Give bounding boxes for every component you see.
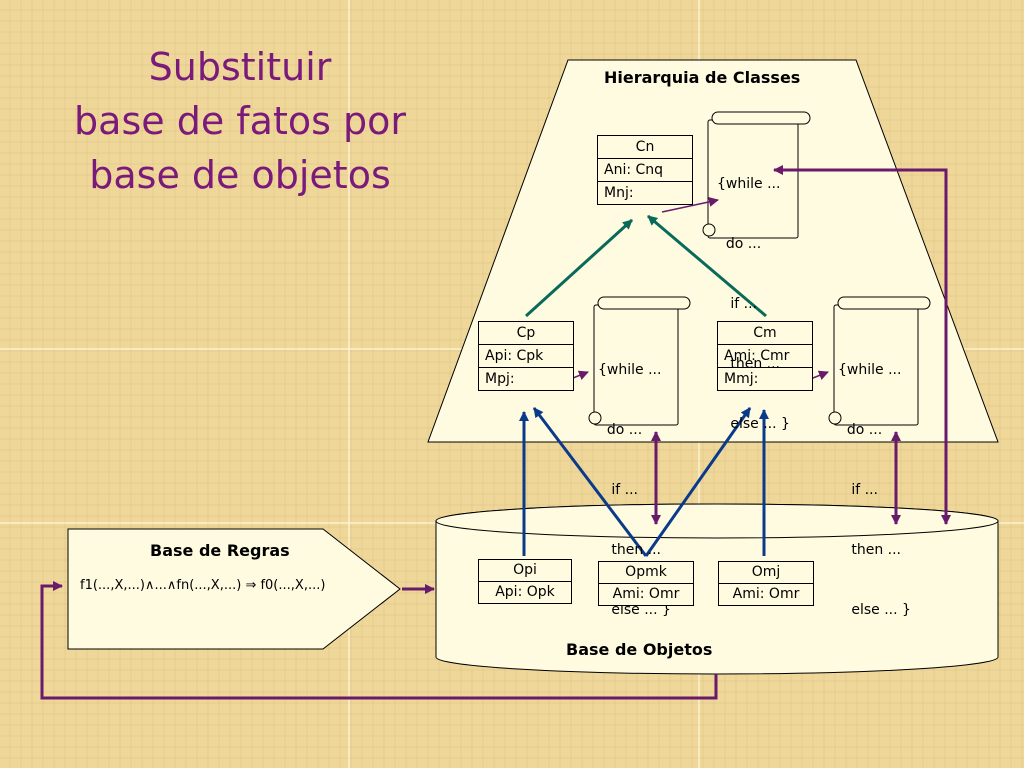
code-line: do ... xyxy=(717,236,762,252)
code-line: if ... xyxy=(598,482,638,498)
class-cp-name: Cp xyxy=(479,322,573,345)
object-opmk: Opmk Ami: Omr xyxy=(598,561,694,606)
class-cm-method: Mmj: xyxy=(724,371,759,387)
rules-label: Base de Regras xyxy=(150,541,290,560)
code-line: then ... xyxy=(717,356,780,372)
title-line-2: base de fatos por xyxy=(74,99,406,143)
title-line-1: Substituir xyxy=(148,45,332,89)
class-cp-attr: Api: Cpk xyxy=(479,345,573,368)
code-line: else ... } xyxy=(717,416,790,432)
scroll-cn xyxy=(702,111,811,239)
object-opi: Opi Api: Opk xyxy=(478,559,572,604)
class-cn: Cn Ani: Cnq Mnj: xyxy=(597,135,693,205)
object-name: Opi xyxy=(479,560,571,582)
class-cm: Cm Ami: Cmr Mmj: xyxy=(717,321,813,391)
class-cp: Cp Api: Cpk Mpj: xyxy=(478,321,574,391)
object-omj: Omj Ami: Omr xyxy=(718,561,814,606)
code-line: else ... } xyxy=(598,602,671,618)
objects-label: Base de Objetos xyxy=(566,640,713,659)
code-line: {while ... xyxy=(717,176,781,192)
code-line: if ... xyxy=(717,296,757,312)
grid-line xyxy=(348,0,350,768)
code-line: if ... xyxy=(838,482,878,498)
scroll-cm xyxy=(828,296,931,426)
rules-panel xyxy=(67,528,401,650)
code-line: do ... xyxy=(598,422,643,438)
scroll-cp xyxy=(588,296,691,426)
class-cm-name: Cm xyxy=(718,322,812,345)
code-line: then ... xyxy=(838,542,901,558)
class-cm-attr: Ami: Cmr xyxy=(718,345,812,368)
code-block-cn: {while ... do ... if ... then ... else .… xyxy=(717,134,790,454)
code-line: {while ... xyxy=(838,362,902,378)
class-cn-name: Cn xyxy=(598,136,692,159)
code-line: else ... } xyxy=(838,602,911,618)
object-attr: Ami: Omr xyxy=(612,586,680,602)
code-block-cp: {while ... do ... if ... then ... else .… xyxy=(598,320,671,640)
code-line: do ... xyxy=(838,422,883,438)
code-line: {while ... xyxy=(598,362,662,378)
object-attr: Ami: Omr xyxy=(732,586,800,602)
slide-title: Substituir base de fatos por base de obj… xyxy=(40,40,440,202)
title-line-3: base de objetos xyxy=(89,153,391,197)
rule-formula: f1(...,X,...)∧...∧fn(...,X,...) ⇒ f0(...… xyxy=(80,578,326,593)
class-cn-attr: Ani: Cnq xyxy=(598,159,692,182)
code-block-cm: {while ... do ... if ... then ... else .… xyxy=(838,320,911,640)
class-cn-method: Mnj: xyxy=(604,185,634,201)
class-cp-method: Mpj: xyxy=(485,371,515,387)
object-name: Opmk xyxy=(599,562,693,584)
object-name: Omj xyxy=(719,562,813,584)
object-attr: Api: Opk xyxy=(495,584,555,600)
objects-panel-top xyxy=(435,503,999,539)
hierarchy-label: Hierarquia de Classes xyxy=(604,68,801,87)
code-line: then ... xyxy=(598,542,661,558)
